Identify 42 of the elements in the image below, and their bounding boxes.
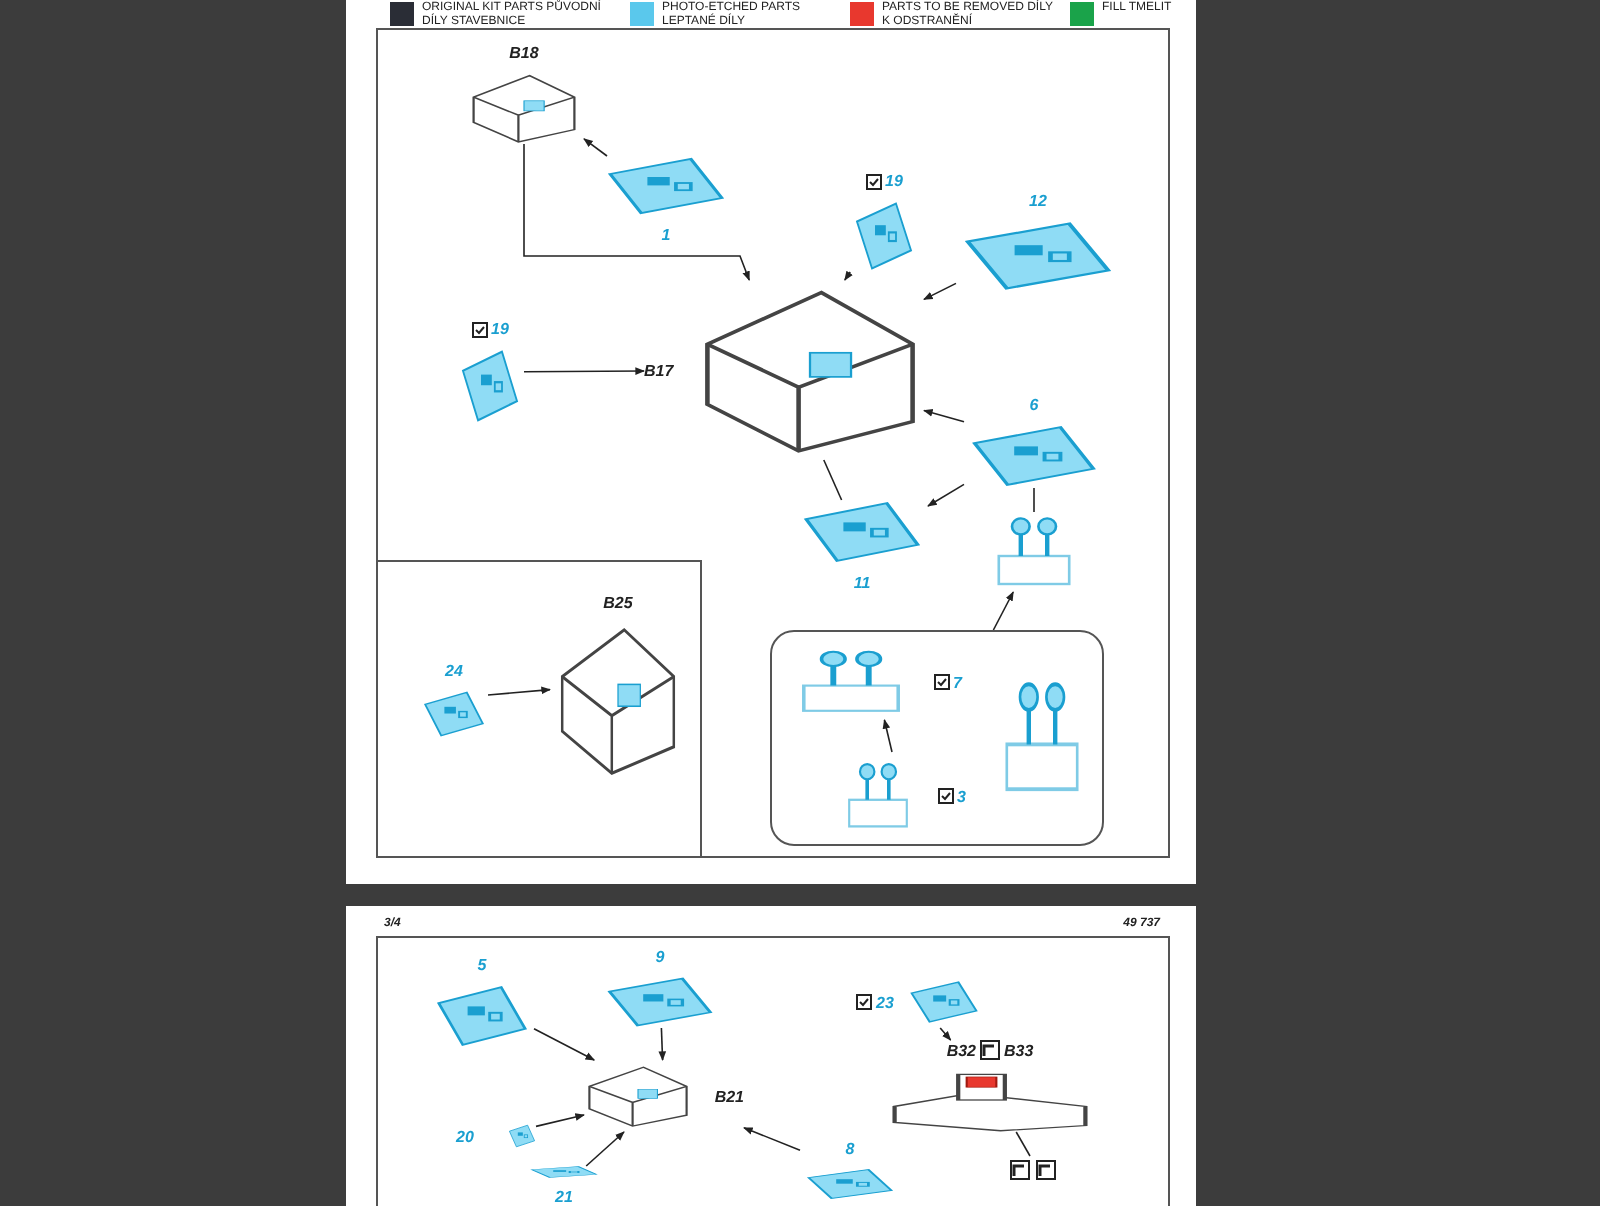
inset-frame — [770, 630, 1104, 846]
arrow — [535, 1113, 585, 1128]
part-number: 19 — [885, 172, 903, 190]
part-number: B18 — [509, 44, 539, 62]
arrow — [939, 1027, 952, 1041]
arrow — [585, 1131, 625, 1167]
part-number: 8 — [845, 1140, 855, 1158]
inset-frame — [376, 560, 702, 858]
part-number: B21 — [714, 1087, 744, 1105]
arrow — [923, 282, 957, 301]
part-number: 24 — [445, 662, 463, 680]
leader-line — [1033, 487, 1035, 513]
part-number: 5 — [477, 956, 487, 974]
part-number: 19 — [491, 320, 509, 338]
part-number: 7 — [953, 673, 962, 691]
arrow — [743, 1127, 801, 1151]
arrow — [523, 143, 750, 281]
leader-line — [823, 459, 843, 501]
part-number: 9 — [655, 948, 665, 966]
part-number: 21 — [555, 1188, 573, 1206]
arrow — [487, 686, 551, 696]
arrow — [992, 591, 1014, 631]
part-number: 6 — [1029, 396, 1039, 414]
part-number: 20 — [456, 1127, 474, 1145]
part-number: 1 — [661, 226, 671, 244]
arrow — [882, 719, 893, 753]
part-number: 3 — [957, 787, 966, 805]
arrow — [533, 1028, 596, 1061]
part-number: B17 — [644, 361, 674, 379]
arrow — [844, 270, 853, 281]
part-number: 23 — [876, 993, 894, 1011]
part-number: B25 — [603, 594, 633, 612]
part-number: 11 — [853, 574, 871, 592]
part-number: 12 — [1029, 192, 1047, 210]
arrow — [923, 409, 965, 423]
arrow — [523, 367, 645, 375]
part-number: B32 — [946, 1041, 976, 1059]
arrow — [658, 1027, 667, 1061]
arrow — [583, 138, 608, 157]
part-number: B33 — [1004, 1041, 1034, 1059]
leader-line — [1015, 1131, 1031, 1157]
arrow — [927, 483, 965, 507]
